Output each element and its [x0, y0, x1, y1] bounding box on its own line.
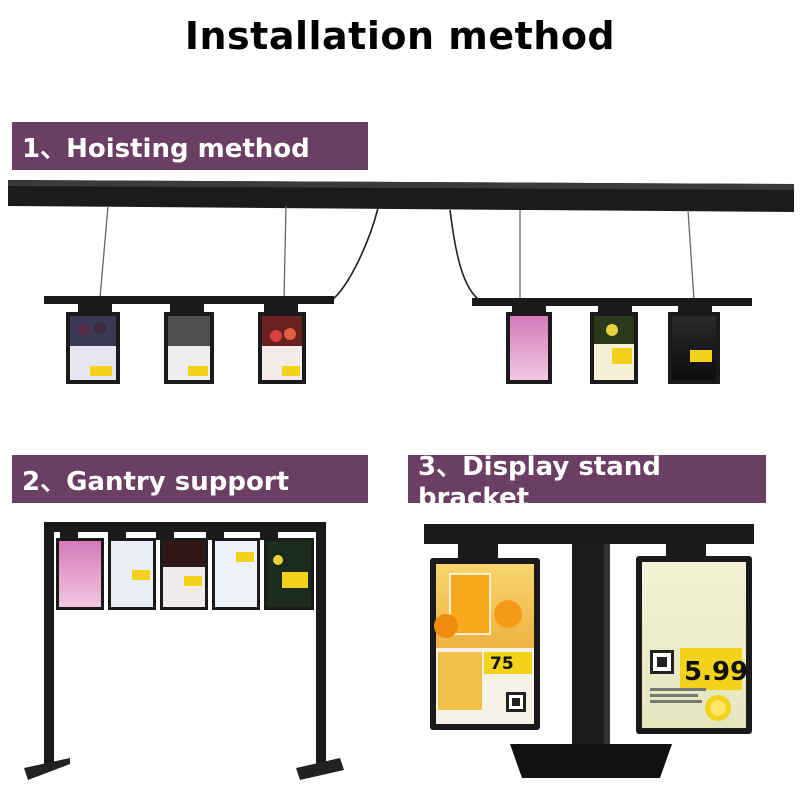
ceiling-rail: [8, 180, 794, 212]
stand-screen-right: 5.99: [636, 556, 752, 734]
gantry-screen: [160, 538, 208, 610]
gantry-screen: [56, 538, 104, 610]
stand-left-price: 75: [490, 654, 514, 674]
section-label-hoisting: 1、Hoisting method: [12, 122, 368, 170]
hanging-screen: [590, 312, 638, 384]
section-label-text: 1、Hoisting method: [22, 133, 310, 164]
suspension-wires: [99, 205, 695, 301]
hanging-screen: [258, 312, 306, 384]
hanging-bar-left: [44, 296, 334, 312]
hanging-bar-right: [472, 298, 752, 314]
stand-screen-left: 75: [430, 558, 540, 730]
hanging-screen: [66, 312, 120, 384]
gantry-frame: [24, 522, 344, 780]
gantry-screen: [212, 538, 260, 610]
gantry-screen: [264, 538, 314, 610]
hanging-screen: [668, 312, 720, 384]
hanging-screen: [506, 312, 552, 384]
page-title: Installation method: [184, 14, 616, 58]
power-cables: [331, 207, 483, 303]
gantry-screen: [108, 538, 156, 610]
stand-frame: [424, 524, 754, 778]
section-label-stand: 3、Display stand bracket: [408, 452, 766, 513]
hanging-screen: [164, 312, 214, 384]
section-label-gantry: 2、Gantry support: [12, 455, 368, 503]
stand-right-price: 5.99: [684, 657, 748, 687]
section-label-text: 2、Gantry support: [22, 466, 290, 497]
section-label-text: 3、Display stand bracket: [418, 451, 661, 513]
